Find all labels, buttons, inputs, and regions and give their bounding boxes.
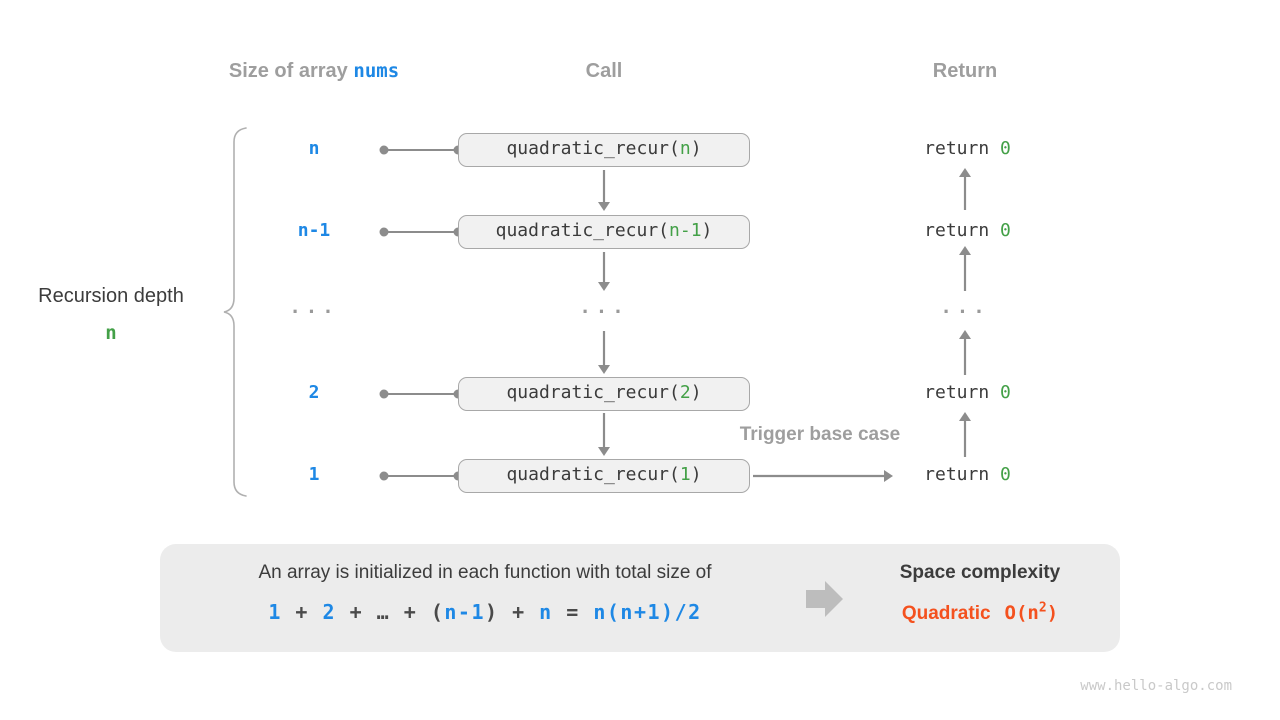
formula-op: +	[498, 600, 540, 624]
size-header-label: Size of array	[228, 60, 348, 82]
column-header-call: Call	[585, 60, 623, 82]
trigger-base-case-label: Trigger base case	[739, 424, 901, 445]
return-value: 0	[1000, 382, 1011, 403]
watermark: www.hello-algo.com	[1080, 678, 1232, 694]
call-arg: 2	[679, 382, 691, 403]
size-header-code: nums	[353, 60, 400, 82]
summary-line1: An array is initialized in each function…	[258, 562, 712, 583]
call-ellipsis: ...	[579, 296, 629, 318]
call-box-2: quadratic_recur(2)	[458, 377, 750, 411]
return-statement: return 0	[895, 220, 1040, 241]
call-code: quadratic_recur(	[506, 382, 680, 403]
recursion-depth-label: Recursion depth	[38, 285, 184, 307]
formula-paren: )	[485, 600, 499, 624]
return-statement: return 0	[895, 382, 1040, 403]
brace-icon	[223, 127, 247, 497]
formula-ellipsis: …	[376, 600, 391, 624]
size-label-n1: n-1	[297, 220, 331, 241]
call-box-n: quadratic_recur(n)	[458, 133, 750, 167]
size-label-2: 2	[308, 382, 320, 403]
call-box-n1: quadratic_recur(n-1)	[458, 215, 750, 249]
summary-formula: 1 + 2 + … + (n-1) + n = n(n+1)/2	[190, 600, 780, 624]
call-arg: n-1	[669, 220, 702, 241]
formula-op: +	[281, 600, 323, 624]
return-value: 0	[1000, 464, 1011, 485]
formula-op: +	[390, 600, 431, 624]
return-keyword: return	[924, 220, 990, 241]
base-case-arrow	[753, 470, 893, 482]
return-keyword: return	[924, 464, 990, 485]
call-code: quadratic_recur(	[495, 220, 670, 241]
formula-term: 2	[322, 600, 337, 624]
formula-term: n	[539, 600, 553, 624]
summary-panel	[160, 544, 1120, 652]
column-header-return: Return	[932, 60, 998, 82]
big-o-notation: O(n2)	[1004, 601, 1059, 625]
complexity-name: Quadratic	[901, 603, 991, 625]
call-code-close: )	[690, 382, 702, 403]
return-value: 0	[1000, 220, 1011, 241]
return-up-arrows	[959, 168, 971, 457]
space-complexity-result: Quadratic O(n2)	[850, 601, 1110, 625]
return-statement: return 0	[895, 138, 1040, 159]
size-label-ellipsis: ...	[289, 296, 339, 318]
return-ellipsis: ...	[940, 296, 990, 318]
recursion-depth-value: n	[105, 322, 117, 344]
size-label-1: 1	[308, 464, 320, 485]
size-label-n: n	[308, 138, 320, 159]
return-statement: return 0	[895, 464, 1040, 485]
space-complexity-title: Space complexity	[899, 562, 1061, 583]
formula-term: 1	[268, 600, 282, 624]
formula-result: n(n+1)/2	[593, 600, 702, 624]
formula-paren: (	[430, 600, 445, 624]
formula-op: +	[336, 600, 377, 624]
call-arg: 1	[679, 464, 691, 485]
formula-term: n-1	[444, 600, 485, 624]
return-value: 0	[1000, 138, 1011, 159]
formula-equals: =	[552, 600, 594, 624]
call-code: quadratic_recur(	[506, 138, 680, 159]
call-box-1: quadratic_recur(1)	[458, 459, 750, 493]
summary-arrow-icon	[806, 581, 843, 617]
return-keyword: return	[924, 138, 990, 159]
call-down-arrows	[598, 170, 610, 456]
call-code-close: )	[701, 220, 713, 241]
column-header-size: Size of array nums	[154, 60, 474, 83]
call-code-close: )	[690, 138, 702, 159]
call-arg: n	[679, 138, 691, 159]
return-keyword: return	[924, 382, 990, 403]
call-code-close: )	[690, 464, 702, 485]
call-code: quadratic_recur(	[506, 464, 680, 485]
